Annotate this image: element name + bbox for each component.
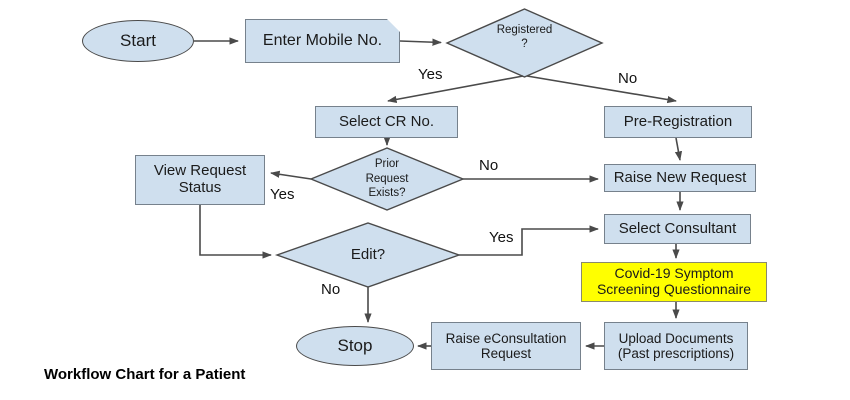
- node-enter-mobile-no[interactable]: Enter Mobile No.: [245, 19, 400, 63]
- node-prior-request-decision[interactable]: Prior Request Exists?: [311, 150, 463, 208]
- node-stop-label: Stop: [337, 336, 373, 356]
- node-select-cr-no[interactable]: Select CR No.: [315, 106, 458, 138]
- edge-view-to-edit: [199, 205, 272, 259]
- edge-label-prior-request-no: No: [479, 157, 499, 174]
- node-raise-new-request-label: Raise New Request: [613, 168, 747, 186]
- node-registered-label: Registered ?: [496, 23, 553, 50]
- chart-caption: Workflow Chart for a Patient: [44, 366, 246, 383]
- edge-enter-to-registered: [399, 38, 442, 46]
- node-stop[interactable]: Stop: [296, 326, 414, 366]
- node-prior-request-label: Prior Request Exists?: [365, 158, 409, 200]
- edge-prereg-to-raise: [674, 137, 683, 161]
- node-view-request-status[interactable]: View Request Status: [135, 155, 265, 205]
- edge-label-edit-no: No: [321, 281, 341, 298]
- node-raise-econsultation-label: Raise eConsultation Request: [445, 330, 567, 361]
- node-enter-mobile-no-inner: Enter Mobile No.: [245, 19, 400, 63]
- edge-label-edit-yes: Yes: [489, 229, 514, 246]
- node-covid-screening-label: Covid-19 Symptom Screening Questionnaire: [596, 265, 752, 297]
- edge-label-registered-no: No: [618, 70, 638, 87]
- node-upload-documents-label: Upload Documents (Past prescriptions): [617, 330, 735, 361]
- edge-label-prior-request-yes: Yes: [270, 186, 295, 203]
- node-raise-econsultation-request[interactable]: Raise eConsultation Request: [431, 322, 581, 370]
- node-edit-decision[interactable]: Edit?: [277, 223, 459, 287]
- node-enter-mobile-no-label: Enter Mobile No.: [262, 32, 383, 50]
- node-select-consultant[interactable]: Select Consultant: [604, 214, 751, 244]
- node-raise-new-request[interactable]: Raise New Request: [604, 164, 756, 192]
- node-covid-screening-questionnaire[interactable]: Covid-19 Symptom Screening Questionnaire: [581, 262, 767, 302]
- edge-prior-yes: [270, 170, 312, 180]
- node-view-request-status-label: View Request Status: [153, 162, 247, 196]
- node-registered-decision[interactable]: Registered ?: [447, 9, 602, 65]
- node-start[interactable]: Start: [82, 20, 194, 62]
- edge-label-registered-yes: Yes: [418, 66, 443, 83]
- edge-registered-yes: [387, 75, 524, 104]
- node-pre-registration[interactable]: Pre-Registration: [604, 106, 752, 138]
- node-upload-documents[interactable]: Upload Documents (Past prescriptions): [604, 322, 748, 370]
- edge-registered-no: [526, 75, 677, 104]
- node-edit-label: Edit?: [350, 245, 386, 263]
- node-pre-registration-label: Pre-Registration: [623, 112, 733, 130]
- edge-edit-yes: [459, 225, 599, 256]
- node-select-cr-no-label: Select CR No.: [338, 112, 435, 130]
- node-select-consultant-label: Select Consultant: [618, 219, 737, 237]
- node-start-label: Start: [120, 31, 156, 51]
